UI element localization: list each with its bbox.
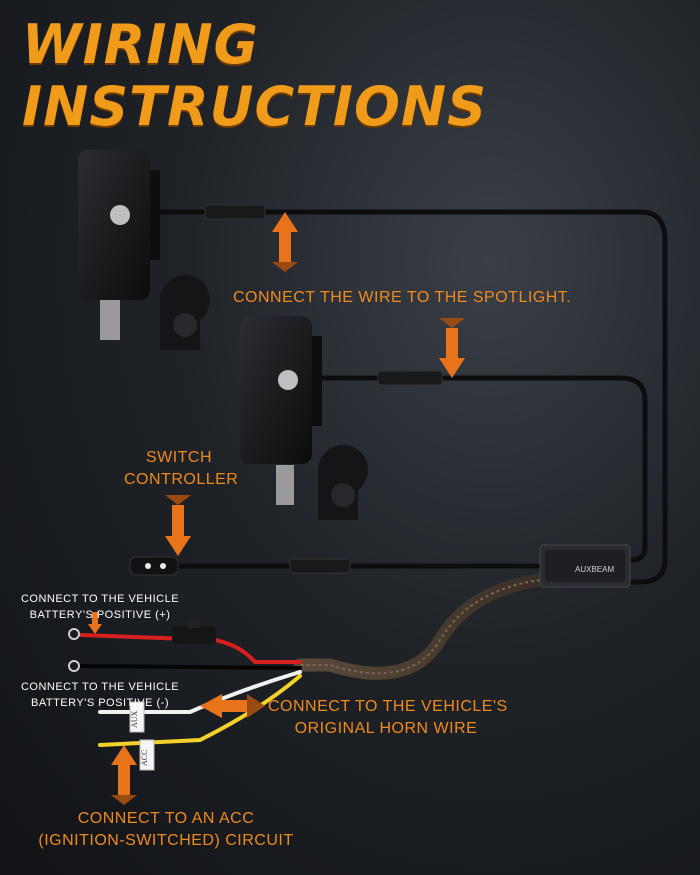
arrow-spotlight-bottom — [439, 318, 465, 378]
battery-negative-line2: BATTERY'S POSITIVE (-) — [31, 696, 169, 709]
battery-positive-line2: BATTERY'S POSITIVE (+) — [29, 608, 171, 621]
battery-negative-label: CONNECT TO THE VEHICLE BATTERY'S POSITIV… — [20, 680, 180, 712]
title-line-2: INSTRUCTIONS — [22, 75, 487, 138]
main-cables — [147, 209, 668, 585]
battery-negative-line1: CONNECT TO THE VEHICLE — [20, 681, 180, 693]
wire-tags — [129, 701, 155, 771]
acc-label-line1: CONNECT TO AN ACC — [77, 810, 255, 827]
arrow-horn — [200, 694, 265, 718]
aux-tag-label: AUX — [130, 710, 139, 728]
switch-label-line2: CONTROLLER — [124, 470, 239, 488]
arrow-spotlight-top — [272, 212, 298, 272]
battery-positive-line1: CONNECT TO THE VEHICLE — [20, 593, 180, 605]
horn-label: CONNECT TO THE VEHICLE'S ORIGINAL HORN W… — [268, 696, 508, 739]
control-box — [539, 544, 631, 588]
arrow-switch — [165, 495, 191, 556]
braided-harness — [293, 573, 547, 680]
arrows — [88, 212, 465, 805]
brand-label: AUXBEAM — [575, 565, 614, 574]
fuse-holder — [172, 620, 216, 644]
black-wire — [78, 664, 302, 670]
switch-label-line1: SWITCH — [145, 449, 213, 466]
horn-label-line1: CONNECT TO THE VEHICLE'S — [268, 698, 508, 715]
title-line-1: WIRING — [22, 13, 259, 76]
spotlight-bottom — [240, 316, 368, 520]
acc-label-line2: (IGNITION-SWITCHED) CIRCUIT — [38, 831, 294, 849]
spotlight-top — [78, 150, 210, 350]
arrow-battery-pos — [88, 612, 102, 634]
horn-label-line2: ORIGINAL HORN WIRE — [294, 719, 478, 737]
arrow-acc — [111, 745, 137, 805]
battery-positive-label: CONNECT TO THE VEHICLE BATTERY'S POSITIV… — [20, 592, 180, 624]
acc-tag-label: ACC — [140, 750, 149, 766]
cable-connectors — [204, 204, 443, 574]
spotlight-label: CONNECT THE WIRE TO THE SPOTLIGHT. — [233, 289, 572, 306]
ring-terminals — [68, 628, 80, 672]
switch-controller — [129, 556, 179, 576]
acc-label: CONNECT TO AN ACC (IGNITION-SWITCHED) CI… — [36, 808, 296, 851]
white-wire — [98, 670, 302, 714]
switch-label: SWITCH CONTROLLER — [124, 447, 239, 490]
